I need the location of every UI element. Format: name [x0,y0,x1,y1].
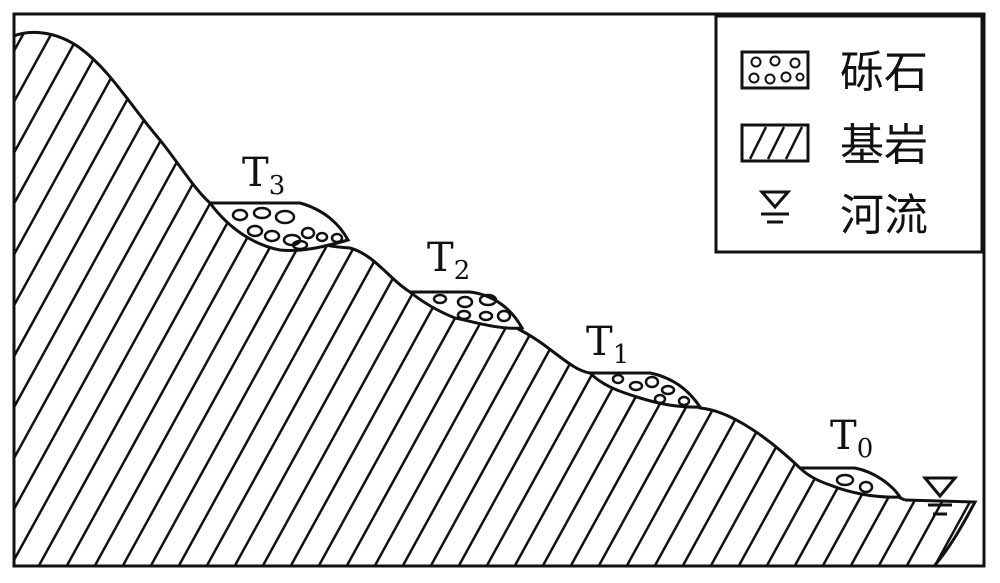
hatch-line [14,32,128,565]
terrace-t3-gravel [207,201,351,252]
bedrock-symbol-icon [740,123,810,163]
hatch-line [14,32,72,565]
river-water-level-icon [921,476,959,516]
terrace-t0-gravel [796,466,903,499]
legend-gravel-label: 砾石 [840,47,928,98]
hatch-line [830,32,975,565]
hatch-line [14,32,16,565]
hatch-line [14,32,100,565]
hatch-line [14,32,296,565]
outer-frame [12,12,986,568]
hatch-line [14,32,184,565]
river-channel [904,498,978,566]
hatch-line [14,32,156,565]
legend-bedrock-label: 基岩 [840,120,928,171]
terrace-t2-gravel [405,290,525,330]
label-t3: T3 [242,150,285,201]
label-t2: T2 [427,235,470,286]
legend: 砾石 基岩 河流 [714,14,984,254]
terrace-t1-gravel [586,371,703,409]
gravel-symbol-icon [740,50,810,90]
river-symbol-icon [758,190,792,224]
legend-river-label: 河流 [840,190,928,241]
label-t1: T1 [586,319,629,370]
label-t0: T0 [830,413,873,464]
